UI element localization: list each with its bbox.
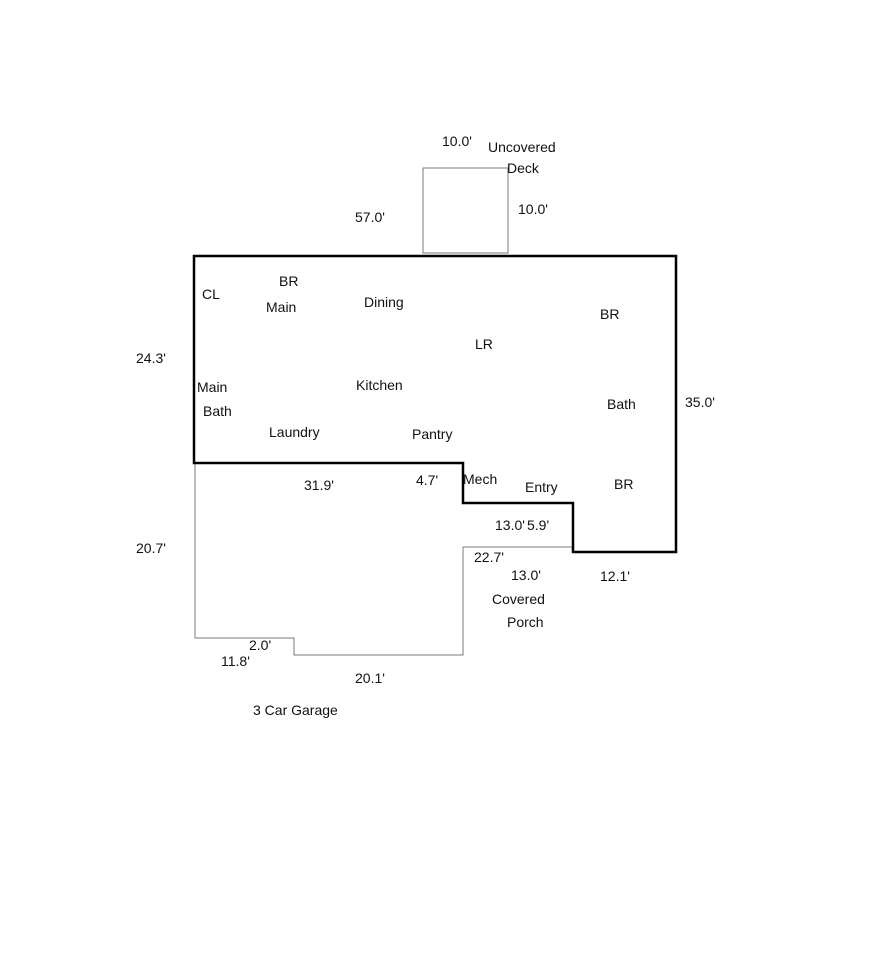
dim-garage-notch: 2.0'	[249, 637, 271, 653]
room-label-cl: CL	[202, 286, 220, 302]
dim-garage-bottom-left: 11.8'	[221, 653, 250, 669]
room-label-main-bath-2: Bath	[203, 403, 232, 419]
area-label-porch-1: Covered	[492, 591, 545, 607]
dim-right-bottom: 12.1'	[600, 568, 630, 584]
dim-house-bottom-left: 31.9'	[304, 477, 334, 493]
room-label-pantry: Pantry	[412, 426, 452, 442]
room-label-br-lower: BR	[614, 476, 633, 492]
deck-outline	[422, 167, 509, 254]
dim-notch: 4.7'	[416, 472, 438, 488]
dim-deck-top: 10.0'	[442, 133, 472, 149]
room-label-br-main-1: BR	[279, 273, 298, 289]
room-label-mech: Mech	[463, 471, 497, 487]
dim-house-top: 57.0'	[355, 209, 385, 225]
room-label-main-bath-1: Main	[197, 379, 227, 395]
house-outline	[192, 254, 678, 554]
garage-outline	[194, 463, 464, 656]
dim-deck-side: 10.0'	[518, 201, 548, 217]
room-label-dining: Dining	[364, 294, 404, 310]
dim-porch-bottom: 13.0'	[511, 567, 541, 583]
area-label-deck-1: Uncovered	[488, 139, 556, 155]
dim-entry-step: 5.9'	[527, 517, 549, 533]
room-label-kitchen: Kitchen	[356, 377, 403, 393]
dim-house-left: 24.3'	[136, 350, 166, 366]
dim-porch-side: 22.7'	[474, 549, 504, 565]
room-label-laundry: Laundry	[269, 424, 320, 440]
dim-garage-left: 20.7'	[136, 540, 166, 556]
room-label-lr: LR	[475, 336, 493, 352]
dim-mech-bottom: 13.0'	[495, 517, 525, 533]
room-label-br-main-2: Main	[266, 299, 296, 315]
area-label-porch-2: Porch	[507, 614, 544, 630]
area-label-garage: 3 Car Garage	[253, 702, 338, 718]
dim-garage-bottom: 20.1'	[355, 670, 385, 686]
dim-house-right: 35.0'	[685, 394, 715, 410]
area-label-deck-2: Deck	[507, 160, 540, 176]
room-label-br-right: BR	[600, 306, 619, 322]
room-label-bath: Bath	[607, 396, 636, 412]
room-label-entry: Entry	[525, 479, 558, 495]
